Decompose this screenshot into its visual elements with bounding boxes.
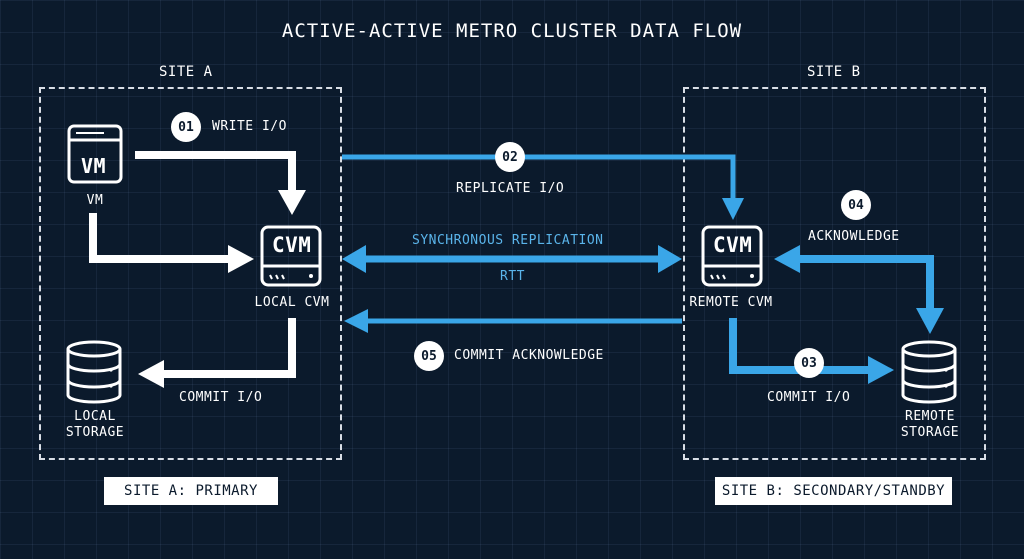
acknowledge-down-arrowhead <box>916 308 944 334</box>
step-03-badge: 03 <box>794 348 824 378</box>
write-io-arrowhead <box>278 190 306 215</box>
site-b-footer-badge: SITE B: SECONDARY/STANDBY <box>715 477 952 505</box>
site-b-footer-text: SITE B: SECONDARY/STANDBY <box>721 483 946 499</box>
vm-to-cvm-arrow <box>89 213 230 263</box>
local-commit-arrowhead <box>138 360 164 388</box>
remote-cvm-icon-text: CVM <box>713 233 753 257</box>
step-04-badge: 04 <box>841 190 871 220</box>
diagram-title: ACTIVE-ACTIVE METRO CLUSTER DATA FLOW <box>281 20 743 42</box>
sync-replication-label: SYNCHRONOUS REPLICATION <box>412 233 604 248</box>
vm-icon-text: VM <box>81 154 107 178</box>
site-a-footer-badge: SITE A: PRIMARY <box>104 477 278 505</box>
write-io-arrow <box>135 151 296 190</box>
step-01-badge: 01 <box>171 112 201 142</box>
replicate-io-arrow <box>342 154 736 200</box>
remote-storage-label-line2: STORAGE <box>900 425 960 440</box>
remote-commit-arrow <box>729 318 870 374</box>
site-a-footer-text: SITE A: PRIMARY <box>124 483 258 499</box>
step-05-badge: 05 <box>414 341 444 371</box>
remote-storage-label-line1: REMOTE <box>905 409 955 424</box>
acknowledge-left-arrowhead <box>774 245 800 273</box>
site-b-label: SITE B <box>807 64 861 80</box>
vm-label: VM <box>86 193 104 208</box>
step-02-badge: 02 <box>495 142 525 172</box>
step-04-label: ACKNOWLEDGE <box>808 229 900 244</box>
step-02-label: REPLICATE I/O <box>456 181 565 196</box>
sync-right-arrowhead <box>658 245 682 273</box>
site-a-boundary <box>39 87 342 460</box>
step-03-label: COMMIT I/O <box>767 390 851 405</box>
remote-commit-arrowhead <box>868 356 894 384</box>
local-storage-label-line2: STORAGE <box>65 425 125 440</box>
local-cvm-server-icon <box>260 225 322 287</box>
replicate-io-arrowhead <box>722 198 744 220</box>
local-storage-database-icon <box>66 340 122 404</box>
local-storage-label-line1: LOCAL <box>74 409 116 424</box>
remote-cvm-label: REMOTE CVM <box>689 295 773 310</box>
local-commit-arrow <box>162 318 296 378</box>
acknowledge-arrow <box>796 255 934 310</box>
site-a-label: SITE A <box>159 64 213 80</box>
local-commit-label: COMMIT I/O <box>179 390 263 405</box>
remote-storage-database-icon <box>901 340 957 404</box>
local-cvm-label: LOCAL CVM <box>254 295 330 310</box>
site-b-boundary <box>683 87 986 460</box>
step-05-label: COMMIT ACKNOWLEDGE <box>454 348 604 363</box>
step-01-label: WRITE I/O <box>212 119 287 134</box>
vm-window-icon <box>67 124 123 184</box>
sync-left-arrowhead <box>342 245 366 273</box>
rtt-label: RTT <box>500 269 525 284</box>
commit-ack-arrowhead <box>344 309 368 333</box>
vm-to-cvm-arrowhead <box>228 245 254 273</box>
local-cvm-icon-text: CVM <box>272 233 312 257</box>
remote-cvm-server-icon <box>701 225 763 287</box>
